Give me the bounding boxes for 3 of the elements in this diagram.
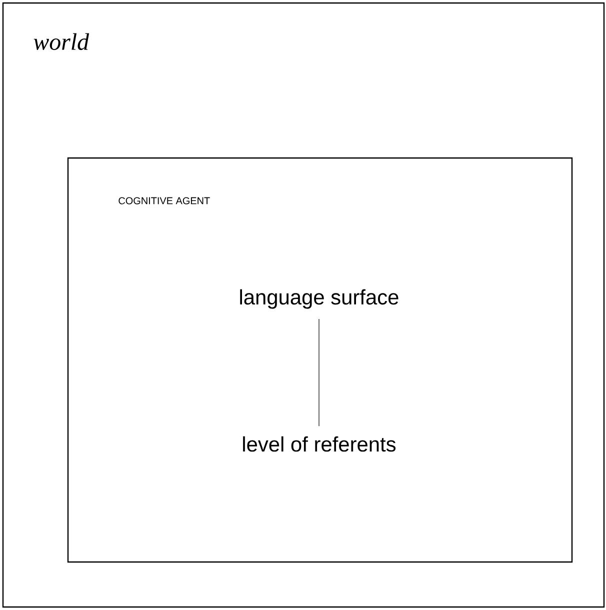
- text-label: level of referents: [243, 436, 396, 452]
- connector-line: [318, 318, 320, 426]
- text-label: language surface: [240, 289, 398, 309]
